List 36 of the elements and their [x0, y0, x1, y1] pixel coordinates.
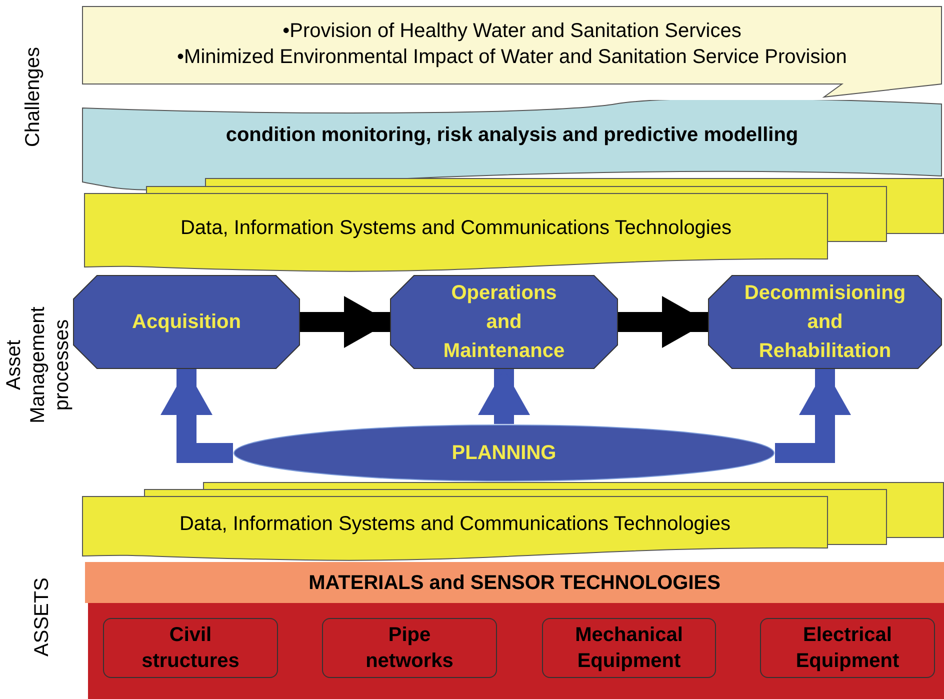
- block-arrow: [160, 369, 233, 463]
- process-label: Decommisioning and Rehabilitation: [744, 280, 906, 364]
- challenge-text: •Minimized Environmental Impact of Water and Sanitation Service Provision: [177, 45, 847, 70]
- planning-label: PLANNING: [452, 442, 556, 464]
- asset-box: [322, 618, 497, 678]
- callout-box: [82, 6, 942, 98]
- asset-box: [760, 618, 935, 678]
- process-octagon: [390, 275, 618, 369]
- asset-label: Civil structures: [142, 623, 240, 674]
- planning-ellipse: [233, 424, 775, 482]
- block-arrow: [775, 369, 851, 463]
- banner-text: condition monitoring, risk analysis and predictive modelling: [226, 123, 798, 148]
- layer-text: Data, Information Systems and Communications Technologies: [180, 216, 732, 241]
- asset-label: Electrical Equipment: [796, 623, 900, 674]
- asset-box: [542, 618, 716, 678]
- document-stack: [82, 482, 944, 562]
- process-label: Operations and Maintenance: [443, 280, 565, 364]
- wavy-banner: [82, 100, 942, 192]
- process-octagon: [708, 275, 942, 369]
- asset-label: Mechanical Equipment: [575, 623, 683, 674]
- block-arrow: [300, 296, 390, 348]
- layer-text: Data, Information Systems and Communications Technologies: [179, 512, 730, 537]
- asset-label: Pipe networks: [366, 623, 454, 674]
- process-octagon: [73, 275, 300, 369]
- band-label: MATERIALS and SENSOR TECHNOLOGIES: [308, 570, 720, 596]
- block-arrow: [618, 296, 708, 348]
- materials-band: [85, 562, 944, 603]
- process-label: Acquisition: [132, 310, 241, 334]
- document-stack: [84, 176, 944, 273]
- assets-panel: [88, 603, 944, 699]
- challenge-text: •Provision of Healthy Water and Sanitation Services: [282, 19, 742, 44]
- challenges-label: Challenges: [21, 46, 45, 150]
- block-arrow: [478, 369, 530, 424]
- asset-box: [103, 618, 278, 678]
- assets-label: ASSETS: [30, 576, 54, 658]
- section-label: Asset Management processes: [2, 306, 74, 426]
